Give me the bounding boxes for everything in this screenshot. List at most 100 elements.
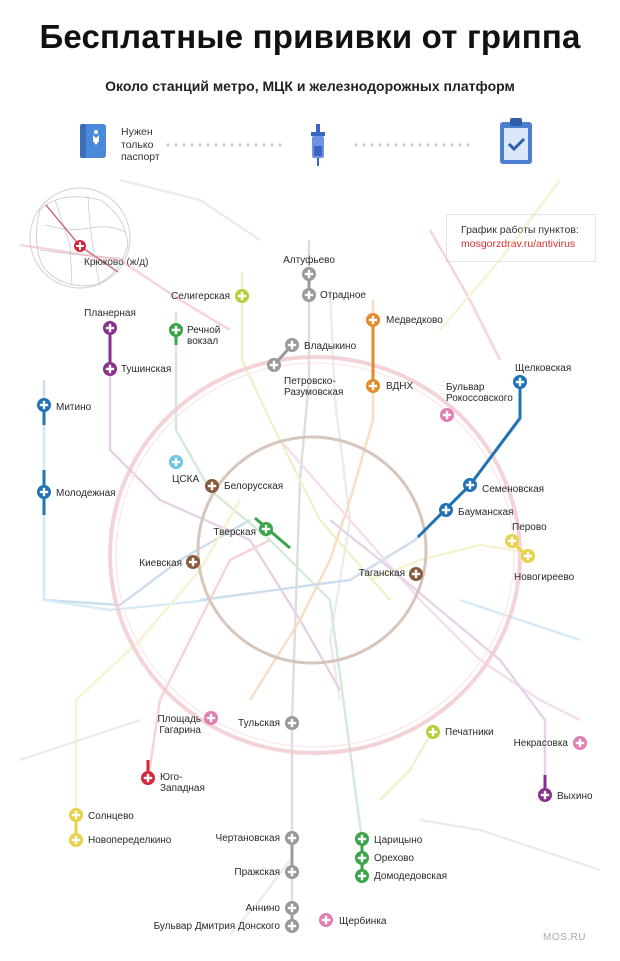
station-label: Владыкино — [304, 341, 357, 352]
station-label: Пражская — [234, 867, 280, 878]
schedule-label: График работы пунктов: — [461, 224, 579, 236]
station-label: Отрадное — [320, 290, 366, 301]
station-label: Чертановская — [216, 833, 280, 844]
inset-map: Крюково (ж/д) — [29, 187, 148, 289]
station-baumanskaya[interactable]: Бауманская — [439, 503, 513, 518]
station-label: Юго-Западная — [160, 772, 205, 794]
station-yugozapadnaya[interactable]: Юго-Западная — [141, 771, 205, 794]
station-nekrasovka[interactable]: Некрасовка — [514, 736, 587, 750]
dots-divider — [354, 143, 470, 147]
station-altufyevo[interactable]: Алтуфьево — [283, 254, 335, 281]
station-cross-icon — [426, 725, 440, 739]
station-cross-icon — [169, 323, 183, 337]
station-annino[interactable]: Аннино — [246, 901, 299, 915]
station-cross-icon — [366, 379, 380, 393]
station-prazhskaya[interactable]: Пражская — [234, 865, 299, 879]
page-subtitle: Около станций метро, МЦК и железнодорожн… — [105, 78, 515, 94]
station-label: Выхино — [557, 791, 593, 802]
station-label: Аннино — [246, 903, 281, 914]
station-cross-icon — [319, 913, 333, 927]
station-cross-icon — [285, 901, 299, 915]
station-cross-icon — [366, 313, 380, 327]
station-label: Митино — [56, 402, 92, 413]
station-planernaya[interactable]: Планерная — [84, 308, 136, 335]
circle-line — [196, 435, 428, 665]
station-novogireevo[interactable]: Новогиреево — [514, 549, 575, 583]
station-cross-icon — [513, 375, 527, 389]
schedule-box: График работы пунктов: mosgorzdrav.ru/an… — [446, 214, 596, 262]
station-cross-icon — [103, 321, 117, 335]
station-petrovsko[interactable]: Петровско-Разумовская — [267, 358, 343, 398]
station-label: Тверская — [213, 527, 256, 538]
station-orekhovo[interactable]: Орехово — [355, 851, 414, 865]
schedule-link[interactable]: mosgorzdrav.ru/antivirus — [461, 238, 576, 250]
syringe-icon — [311, 124, 325, 166]
station-shcherbinka[interactable]: Щербинка — [319, 913, 387, 927]
station-cross-icon — [169, 455, 183, 469]
station-chertanovskaya[interactable]: Чертановская — [216, 831, 299, 845]
station-semenovskaya[interactable]: Семеновская — [463, 478, 544, 495]
station-label: Медведково — [386, 315, 443, 326]
station-label: Щелковская — [515, 363, 571, 374]
station-label: ВДНХ — [386, 381, 413, 392]
station-taganskaya[interactable]: Таганская — [359, 567, 423, 581]
station-cross-icon — [538, 788, 552, 802]
station-mitino[interactable]: Митино — [37, 398, 92, 413]
mos-logo: MOS.RU — [543, 932, 586, 943]
station-label: Петровско-Разумовская — [284, 376, 343, 398]
station-cross-icon — [37, 398, 51, 412]
station-label: Новопеределкино — [88, 835, 172, 846]
station-cross-icon — [440, 408, 454, 422]
station-cross-icon — [521, 549, 535, 563]
mcc-ring — [108, 355, 522, 755]
station-kievskaya[interactable]: Киевская — [139, 555, 200, 569]
station-cska[interactable]: ЦСКА — [169, 455, 199, 485]
background-lines — [19, 178, 601, 936]
mcc-ring-inner — [115, 362, 515, 748]
station-cross-icon — [285, 716, 299, 730]
station-belorusskaya[interactable]: Белорусская — [205, 479, 283, 493]
station-solntsevo[interactable]: Солнцево — [69, 808, 134, 822]
station-cross-icon — [302, 288, 316, 302]
station-cross-icon — [69, 808, 83, 822]
station-molodezhnaya[interactable]: Молодежная — [37, 485, 116, 499]
station-seligerskaya[interactable]: Селигерская — [171, 289, 249, 303]
station-cross-icon — [285, 831, 299, 845]
station-label: Перово — [512, 522, 547, 533]
station-cross-icon — [285, 338, 299, 352]
station-bdd[interactable]: Бульвар Дмитрия Донского — [154, 919, 299, 933]
station-novoperedelkino[interactable]: Новопеределкино — [69, 833, 172, 847]
station-vykhino[interactable]: Выхино — [538, 788, 593, 802]
station-perovo[interactable]: Перово — [505, 522, 547, 548]
station-medvedkovo[interactable]: Медведково — [366, 313, 443, 327]
dots-divider — [166, 143, 282, 147]
station-domodedovskaya[interactable]: Домодедовская — [355, 869, 447, 883]
station-tushinskaya[interactable]: Тушинская — [103, 362, 171, 376]
station-cross-icon — [205, 479, 219, 493]
station-cross-icon — [186, 555, 200, 569]
station-cross-icon — [355, 869, 369, 883]
station-cross-icon — [439, 503, 453, 517]
station-otradnoe[interactable]: Отрадное — [302, 288, 366, 302]
station-cross-icon — [302, 267, 316, 281]
station-label: Бульвар Дмитрия Донского — [154, 921, 281, 932]
station-cross-icon — [285, 919, 299, 933]
station-vladykino[interactable]: Владыкино — [285, 338, 357, 352]
station-tsaritsyno[interactable]: Царицыно — [355, 832, 423, 846]
station-vdnh[interactable]: ВДНХ — [366, 379, 413, 393]
station-cross-icon — [103, 362, 117, 376]
station-cross-icon — [285, 865, 299, 879]
station-shchelkovskaya[interactable]: Щелковская — [513, 363, 571, 389]
station-pechatniki[interactable]: Печатники — [426, 725, 494, 739]
passport-line: Нужен — [121, 126, 153, 138]
station-tulskaya[interactable]: Тульская — [238, 716, 299, 730]
station-tverskaya[interactable]: Тверская — [213, 522, 273, 538]
station-label: Семеновская — [482, 484, 544, 495]
